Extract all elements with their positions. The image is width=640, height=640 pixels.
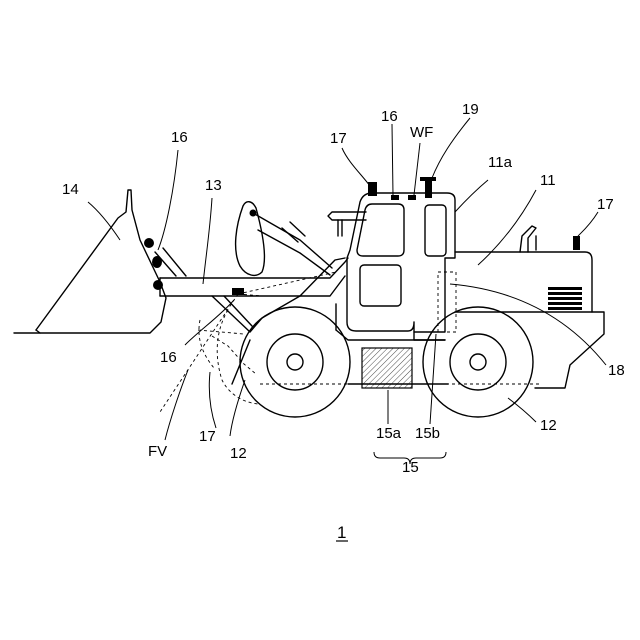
roof-devices [368,177,436,200]
controller-15a [362,348,412,388]
rear-camera [573,236,580,250]
bucket [14,190,166,333]
grille [548,287,582,310]
label-wf: WF [410,124,433,141]
label-fv: FV [148,443,167,460]
label-16-bottom: 16 [160,349,177,366]
label-17-left: 17 [330,130,347,147]
label-11: 11 [540,172,556,189]
label-12-right: 12 [540,417,557,434]
label-15b: 15b [415,425,440,442]
label-13: 13 [205,177,222,194]
label-12-left: 12 [230,445,247,462]
rear-wheel [423,307,533,417]
label-15a: 15a [376,425,402,442]
figure-number: 1 [337,523,346,542]
label-19: 19 [462,101,479,118]
label-17-bottom: 17 [199,428,216,445]
controller-15b [438,272,456,332]
reference-labels: 14 16 13 16 17 16 WF 19 11a 11 17 18 12 … [62,101,625,476]
label-17-right: 17 [597,196,614,213]
front-wheel [240,307,350,417]
linkage [212,296,300,332]
label-15: 15 [402,459,419,476]
cab [347,193,455,340]
label-16-cab: 16 [381,108,398,125]
label-14: 14 [62,181,79,198]
label-16-top: 16 [171,129,188,146]
label-18: 18 [608,362,625,379]
label-11a: 11a [488,154,513,171]
tilt-link [236,202,332,276]
lift-arm [155,248,348,296]
